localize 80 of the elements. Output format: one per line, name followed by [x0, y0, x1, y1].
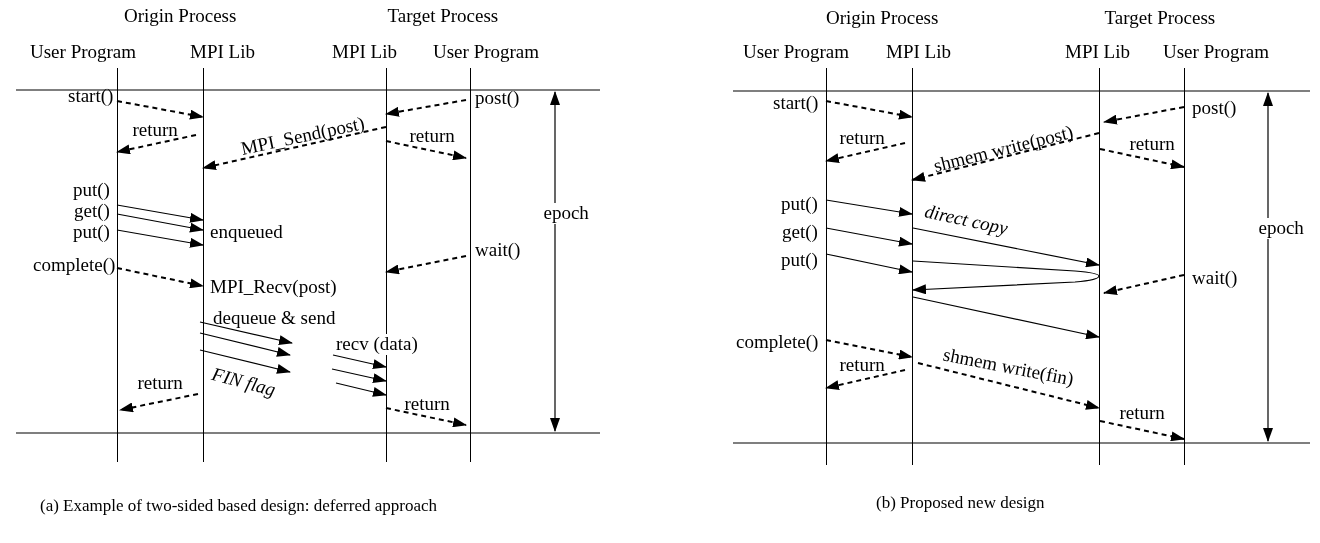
edge-label: return — [839, 128, 885, 149]
edge-label: FIN flag — [208, 363, 277, 401]
edge-label: wait() — [475, 240, 521, 261]
edge-label: post() — [1192, 98, 1237, 119]
dashed-arrow — [385, 255, 467, 275]
edge-label: put() — [73, 180, 110, 201]
arrow — [116, 213, 204, 233]
edge-label: return — [137, 373, 183, 394]
arrow — [912, 296, 1100, 340]
note-label: enqueued — [210, 222, 283, 243]
edge-label: direct copy — [922, 201, 1010, 240]
lifeline-header: User Program — [743, 40, 850, 64]
group-heading: Origin Process — [124, 6, 237, 27]
arrow — [825, 253, 913, 275]
dashed-arrow — [116, 267, 204, 289]
edge-label: post() — [475, 88, 520, 109]
lifeline-header: User Program — [433, 40, 540, 64]
dashed-arrow — [119, 393, 199, 413]
arrow — [199, 332, 291, 357]
arrow — [825, 227, 913, 247]
edge-label: return — [409, 126, 455, 147]
edge-label: start() — [68, 86, 114, 107]
caption-text: (a) Example of two-sided based design: deferred approach — [40, 495, 438, 517]
dashed-arrow — [385, 407, 467, 428]
group-heading: Origin Process — [826, 8, 939, 29]
group-heading: Target Process — [1104, 8, 1216, 29]
arrow — [116, 204, 204, 223]
dashed-arrow — [116, 100, 204, 120]
edge-label: wait() — [1192, 268, 1238, 289]
edge-label: return — [839, 355, 885, 376]
lifeline-header: MPI Lib — [1065, 40, 1130, 64]
edge-label: complete() — [736, 332, 819, 353]
arrow — [332, 354, 387, 369]
lifeline-header: User Program — [30, 40, 137, 64]
caption-text: (b) Proposed new design — [876, 494, 1045, 513]
dashed-arrow — [825, 339, 913, 360]
edge-label: return — [132, 120, 178, 141]
edge-label: return — [404, 394, 450, 415]
arrow — [912, 275, 1100, 295]
edge-label: start() — [773, 93, 819, 114]
arrow — [199, 349, 291, 374]
lifeline-header: MPI Lib — [332, 40, 397, 64]
edge-label: dequeue & send — [213, 308, 336, 329]
edge-label: put() — [781, 194, 818, 215]
lifeline-header: MPI Lib — [190, 40, 255, 64]
dashed-arrow — [1103, 106, 1185, 125]
edge-label: put() — [73, 222, 110, 243]
edge-label: recv (data) — [336, 334, 418, 355]
arrow — [825, 199, 913, 217]
dimension-label: epoch — [543, 203, 589, 224]
dashed-arrow — [116, 134, 197, 155]
arrow — [199, 321, 293, 345]
arrow — [912, 227, 1100, 268]
edge-label: get() — [74, 201, 110, 222]
edge-label: get() — [782, 222, 818, 243]
dashed-arrow — [1099, 420, 1185, 442]
dashed-arrow — [825, 369, 906, 390]
group-heading: Target Process — [387, 6, 499, 27]
dashed-arrow — [825, 142, 906, 163]
edge-label: shmem write(post) — [931, 122, 1075, 177]
arrow — [116, 229, 204, 248]
edge-label: complete() — [33, 255, 116, 276]
dashed-arrow — [917, 362, 1100, 410]
edge-label: put() — [781, 250, 818, 271]
edge-label: return — [1119, 403, 1165, 424]
dashed-arrow — [385, 140, 467, 161]
lifeline-header: MPI Lib — [886, 40, 951, 64]
dashed-arrow — [385, 99, 467, 117]
dashed-arrow — [202, 126, 387, 171]
arrow — [335, 382, 387, 397]
edge-label: return — [1129, 134, 1175, 155]
arrow — [331, 368, 387, 384]
dashed-arrow — [1099, 148, 1185, 170]
note-label: MPI_Recv(post) — [210, 277, 337, 298]
edge-label: shmem write(fin) — [941, 344, 1076, 391]
dashed-arrow — [911, 132, 1100, 182]
lifeline-header: User Program — [1163, 40, 1270, 64]
dimension-label: epoch — [1258, 218, 1304, 239]
dashed-arrow — [825, 100, 913, 120]
dashed-arrow — [1103, 274, 1185, 295]
